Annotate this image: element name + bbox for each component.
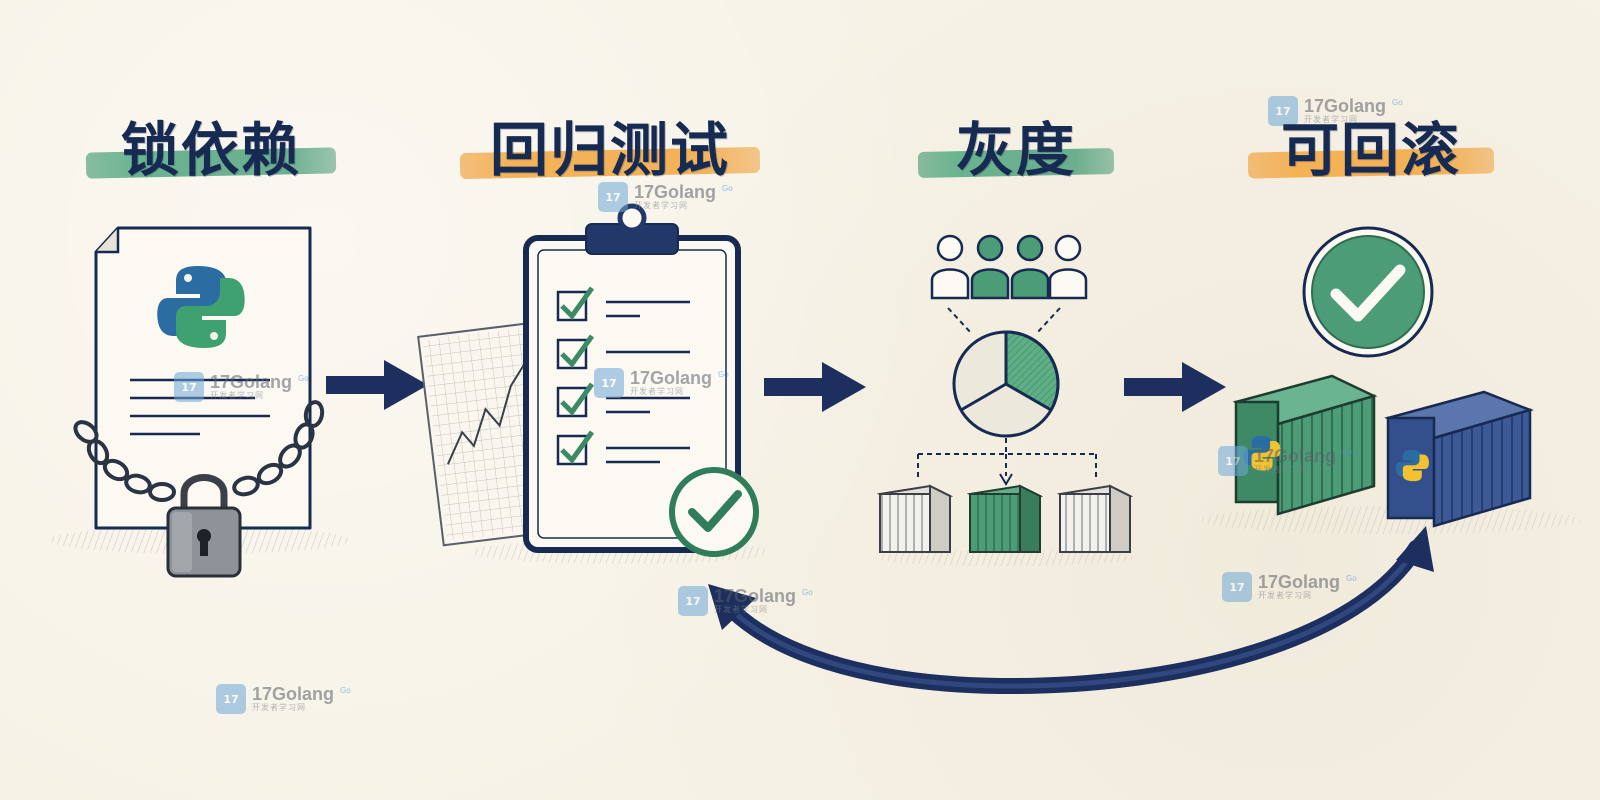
check-badge-icon [1302, 226, 1434, 358]
watermark-subtitle: 开发者学习网 [1304, 115, 1358, 125]
checkbox-icon [556, 334, 690, 370]
checkbox-icon [556, 382, 690, 418]
checkbox-list [556, 286, 690, 466]
watermark-brand: 17Golang [1258, 572, 1341, 593]
watermark: 17 17Golang 开发者学习网 Go [216, 684, 351, 714]
stage-title-text: 回归测试 [489, 116, 730, 184]
canary-group [876, 234, 1136, 566]
watermark-brand: 17Golang [1254, 446, 1337, 467]
python-logo-icon [157, 266, 245, 348]
watermark-brand: 17Golang [252, 684, 335, 705]
watermark-brand: 17Golang [1304, 96, 1387, 117]
chart-paper-icon [417, 322, 555, 547]
watermark: 17 17Golang 开发者学习网 Go [174, 372, 309, 402]
watermark-logo-icon: 17 [1268, 96, 1298, 126]
python-logo-icon [1243, 436, 1281, 471]
stage-title-canary: 灰度 [917, 100, 1115, 190]
watermark-tag: Go [298, 374, 309, 383]
arrow-right-icon [764, 362, 866, 412]
stage-title-text: 锁依赖 [120, 116, 301, 184]
watermark: 17 17Golang 开发者学习网 Go [598, 182, 733, 212]
watermark-tag: Go [1392, 98, 1403, 107]
distribution-lines [917, 438, 1097, 480]
container-icon [1056, 484, 1134, 553]
user-icon [970, 234, 1010, 300]
watermark-tag: Go [722, 184, 733, 193]
watermark-tag: Go [1346, 574, 1357, 583]
watermark: 17 17Golang 开发者学习网 Go [594, 368, 729, 398]
checkbox-icon [556, 286, 690, 322]
padlock-icon [166, 474, 242, 578]
watermark-logo-icon: 17 [678, 586, 708, 616]
watermark-subtitle: 开发者学习网 [1258, 591, 1312, 601]
ground-shadow [876, 550, 1136, 566]
watermark: 17 17Golang 开发者学习网 Go [1222, 572, 1357, 602]
watermark-tag: Go [802, 588, 813, 597]
curved-return-arrow-icon [708, 526, 1434, 695]
watermark: 17 17Golang 开发者学习网 Go [678, 586, 813, 616]
container-icon [1232, 374, 1378, 516]
users-icon [930, 234, 1088, 300]
watermark-subtitle: 开发者学习网 [210, 391, 264, 401]
user-icon [930, 234, 970, 300]
check-badge-icon [669, 467, 759, 557]
watermark: 17 17Golang 开发者学习网 Go [1218, 446, 1353, 476]
ground-shadow [1200, 506, 1580, 534]
stage-title-regression: 回归测试 [459, 100, 761, 190]
watermark-subtitle: 开发者学习网 [714, 605, 768, 615]
watermark-brand: 17Golang [714, 586, 797, 607]
user-icon [1010, 234, 1050, 300]
stage-title-text: 可回滚 [1280, 116, 1461, 184]
watermark-logo-icon: 17 [216, 684, 246, 714]
clipboard-icon [523, 203, 741, 553]
watermark-logo-icon: 17 [594, 368, 624, 398]
chain-icon [73, 400, 325, 502]
pie-chart-icon [952, 330, 1060, 438]
watermark-logo-icon: 17 [174, 372, 204, 402]
container-icon [966, 484, 1044, 553]
watermark-subtitle: 开发者学习网 [634, 201, 688, 211]
stage-title-text: 灰度 [955, 116, 1076, 184]
arrow-right-icon [326, 360, 428, 410]
watermark-tag: Go [340, 686, 351, 695]
regression-test-group [417, 203, 770, 564]
watermark-logo-icon: 17 [1218, 446, 1248, 476]
python-logo-icon [1395, 450, 1429, 482]
stage-title-lock: 锁依赖 [85, 100, 337, 190]
watermark: 17 17Golang 开发者学习网 Go [1268, 96, 1403, 126]
watermark-logo-icon: 17 [598, 182, 628, 212]
locked-document-group [50, 226, 350, 578]
user-icon [1048, 234, 1088, 300]
container-icon [1384, 390, 1534, 528]
container-icon [876, 484, 954, 553]
stage-title-rollback: 可回滚 [1247, 100, 1495, 190]
watermark-brand: 17Golang [210, 372, 293, 393]
watermark-subtitle: 开发者学习网 [630, 387, 684, 397]
rollback-group [1200, 226, 1580, 534]
watermark-tag: Go [718, 370, 729, 379]
watermark-subtitle: 开发者学习网 [1254, 465, 1308, 475]
watermark-tag: Go [1342, 448, 1353, 457]
arrow-right-icon [1124, 362, 1226, 412]
watermark-logo-icon: 17 [1222, 572, 1252, 602]
watermark-brand: 17Golang [634, 182, 717, 203]
watermark-subtitle: 开发者学习网 [252, 703, 306, 713]
watermark-brand: 17Golang [630, 368, 713, 389]
checkbox-icon [556, 430, 690, 466]
